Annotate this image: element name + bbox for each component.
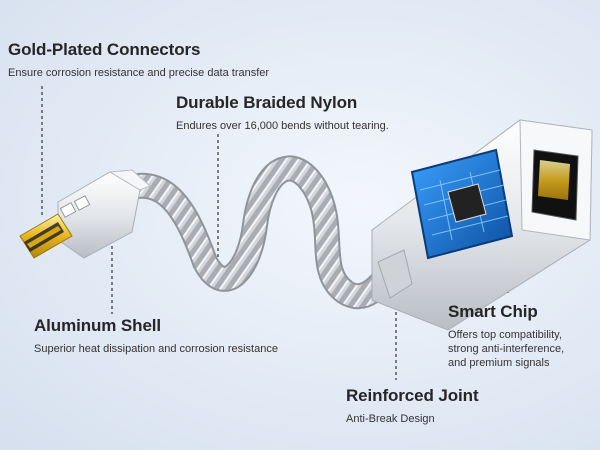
callout-smart-chip: Smart Chip Offers top compatibility, str… [448, 302, 564, 370]
callout-gold-connectors: Gold-Plated Connectors Ensure corrosion … [8, 40, 269, 80]
callout-description: Anti-Break Design [346, 413, 435, 425]
callout-title: Gold-Plated Connectors [8, 40, 201, 59]
callout-description: Superior heat dissipation and corrosion … [34, 343, 278, 355]
callout-description-line: and premium signals [448, 357, 550, 369]
hdmi-adapter-housing [371, 119, 593, 331]
callout-description: Offers top compatibility, strong anti-in… [448, 328, 564, 370]
callout-title: Aluminum Shell [34, 316, 162, 335]
callout-braided-nylon: Durable Braided Nylon Endures over 16,00… [176, 93, 389, 133]
callout-title: Smart Chip [448, 302, 538, 321]
callout-reinforced-joint: Reinforced Joint Anti-Break Design [346, 386, 479, 426]
callout-aluminum-shell: Aluminum Shell Superior heat dissipation… [34, 316, 278, 356]
callout-description: Endures over 16,000 bends without tearin… [176, 120, 389, 132]
callout-title: Durable Braided Nylon [176, 93, 358, 112]
mini-displayport-plug [19, 169, 151, 259]
callout-description: Ensure corrosion resistance and precise … [8, 67, 270, 79]
processor-chip [447, 183, 487, 223]
callout-description-line: strong anti-interference, [448, 343, 565, 355]
callout-title: Reinforced Joint [346, 386, 479, 405]
callout-description-line: Offers top compatibility, [448, 329, 562, 341]
